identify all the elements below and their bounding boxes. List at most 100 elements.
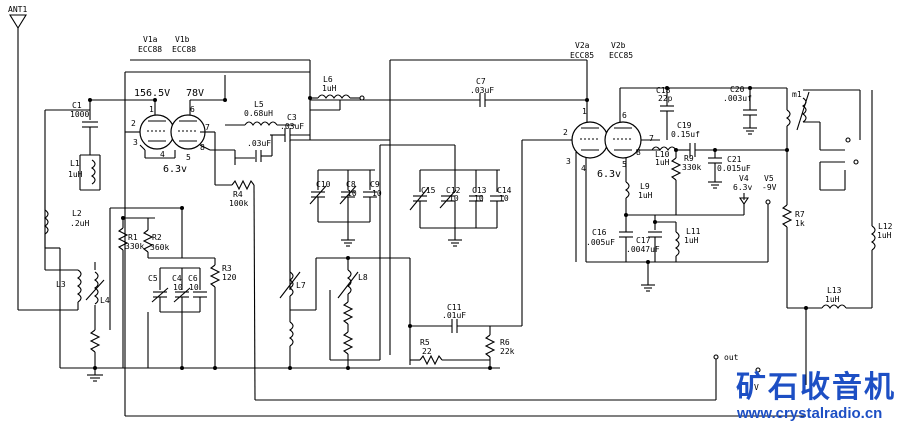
terminal-v4 [738, 197, 750, 205]
label-v-bottom: V [754, 383, 759, 392]
pin-v2-2: 2 [563, 128, 568, 137]
label-c6: C6 [188, 274, 198, 283]
label-c21-val: 0.015uF [717, 164, 751, 173]
label-c20-val: .003uf [723, 94, 752, 103]
inductor-l1 [91, 159, 96, 185]
ground-c20 [743, 127, 757, 135]
inductor-l4 [85, 271, 105, 305]
junctions [88, 86, 808, 370]
capacitor-c7 [479, 93, 486, 107]
label-c14-val: 10 [499, 194, 509, 203]
label-r7-val: 1k [795, 219, 805, 228]
resistor-l4-bottom [89, 329, 101, 353]
label-c20: C20 [730, 85, 745, 94]
label-c13-val: 10 [474, 194, 484, 203]
inductor-l12 [871, 225, 876, 251]
pin-v1-5: 5 [186, 153, 191, 162]
label-r3: R3 [222, 264, 232, 273]
label-l12: L12 [878, 222, 893, 231]
label-c16-val: .005uF [586, 238, 615, 247]
label-l4: L4 [100, 296, 110, 305]
pin-v1-3: 3 [133, 138, 138, 147]
inductor-l7-bottom [289, 321, 294, 347]
terminal-v-bottom [755, 367, 761, 373]
pin-v2-6: 6 [622, 111, 627, 120]
label-v2b: V2b [611, 41, 626, 50]
label-r6: R6 [500, 338, 510, 347]
label-l2-val: .2uH [70, 219, 89, 228]
label-l5: L5 [254, 100, 264, 109]
ground-v2 [641, 284, 655, 292]
inductor-l11 [675, 231, 680, 257]
pin-v2-7: 7 [649, 134, 654, 143]
ground-c12 [448, 239, 462, 247]
label-r4: R4 [233, 190, 243, 199]
label-c21: C21 [727, 155, 742, 164]
label-c6-val: 10 [189, 283, 199, 292]
label-l9: L9 [640, 182, 650, 191]
label-v2a: V2a [575, 41, 590, 50]
label-r1-val: 330k [125, 242, 144, 251]
label-l9-val: 1uH [638, 191, 653, 200]
label-c2-val: .03uF [247, 139, 271, 148]
resistor-r5 [419, 354, 443, 366]
label-l1: L1 [70, 159, 80, 168]
resistor-r4 [231, 179, 255, 191]
inductor-l10 [651, 146, 677, 151]
label-l6-val: 1uH [322, 84, 337, 93]
label-c7: C7 [476, 77, 486, 86]
label-c13: C13 [472, 186, 487, 195]
label-c14: C14 [497, 186, 512, 195]
label-r5: R5 [420, 338, 430, 347]
pin-v1-7: 7 [205, 123, 210, 132]
ground-left [87, 374, 103, 382]
label-l1-val: 1uH [68, 170, 83, 179]
inductor-l2 [44, 209, 49, 235]
label-c3: C3 [287, 113, 297, 122]
label-c18-val: 22p [658, 94, 673, 103]
terminal-out [713, 354, 719, 360]
capacitor-c6 [193, 291, 207, 298]
inductor-l9 [625, 181, 630, 199]
inductor-l8 [337, 269, 359, 299]
label-c9: C9 [370, 180, 380, 189]
label-c8: C8 [346, 180, 356, 189]
ground-c21 [708, 181, 722, 189]
label-v1-plate-b-voltage: 78V [186, 88, 204, 99]
label-c15: C15 [421, 186, 436, 195]
tube-v1a [139, 114, 175, 150]
label-l12-val: 1uH [877, 231, 892, 240]
label-r2-val: 360k [150, 243, 169, 252]
label-m1: m1 [792, 90, 802, 99]
watermark-url: www.crystalradio.cn [737, 405, 883, 422]
pin-v2-5: 5 [622, 160, 627, 169]
antenna-label: ANT1 [8, 5, 27, 14]
label-c3-val: .03uF [280, 122, 304, 131]
label-c12-val: 10 [449, 194, 459, 203]
pin-v1-1: 1 [149, 105, 154, 114]
label-c8-val: 10 [347, 189, 357, 198]
label-l7: L7 [296, 281, 306, 290]
capacitor-c12 [439, 189, 457, 209]
label-c19-val: 0.15uf [671, 130, 700, 139]
capacitor-c20 [743, 109, 757, 116]
pin-v1-8: 8 [200, 143, 205, 152]
label-r9-val: 330k [682, 163, 701, 172]
ground-c8 [341, 239, 355, 247]
label-v1-plate-a-voltage: 156.5V [134, 88, 170, 99]
label-c16: C16 [592, 228, 607, 237]
pin-v2-4: 4 [581, 164, 586, 173]
label-v2-type-b: ECC85 [609, 51, 633, 60]
label-r7: R7 [795, 210, 805, 219]
label-v1b: V1b [175, 35, 190, 44]
label-c5: C5 [148, 274, 158, 283]
label-out: out [724, 353, 739, 362]
resistor-r2 [142, 229, 154, 253]
label-r2: R2 [152, 233, 162, 242]
label-c9-val: 10 [372, 189, 382, 198]
capacitor-c21 [708, 157, 722, 164]
inductor-l5 [225, 121, 295, 126]
resistor-r6 [484, 334, 496, 358]
label-c17-val: .0047uF [626, 245, 660, 254]
